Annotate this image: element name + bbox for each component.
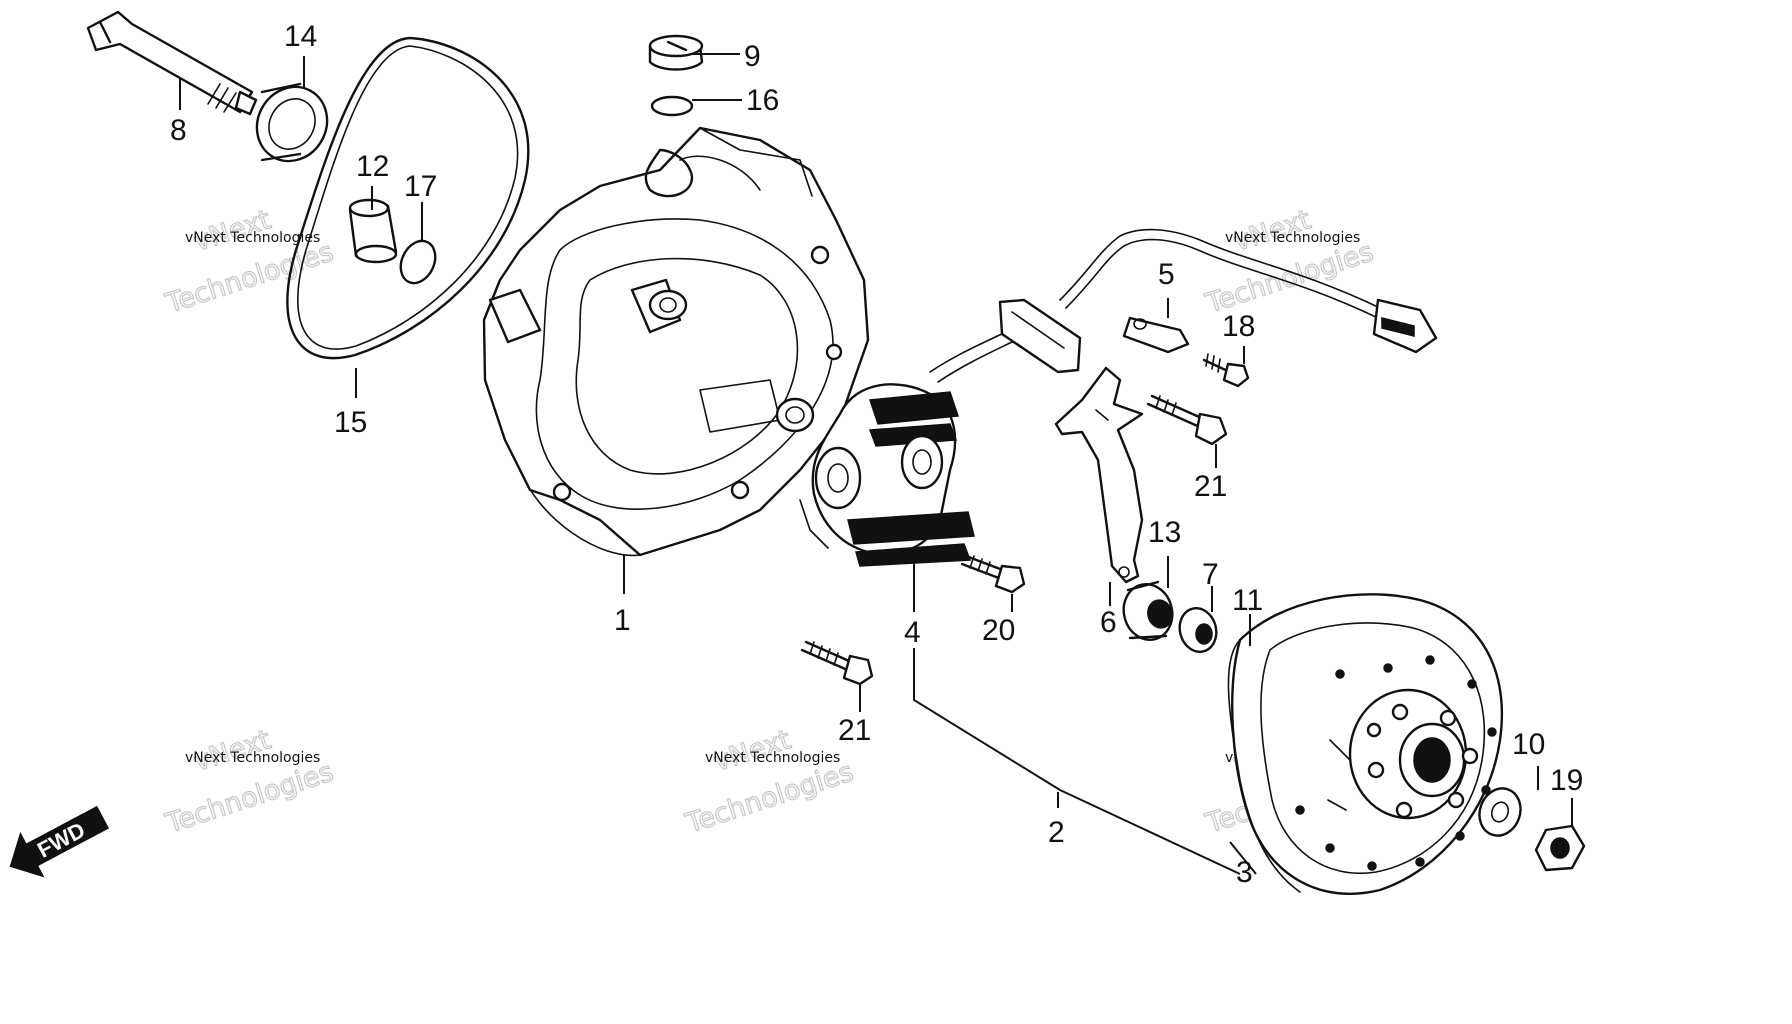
watermark-bottom-center: vNext Technologies [681,724,858,841]
watermark-text-top-right: vNext Technologies [1225,230,1360,246]
callout-7: 7 [1202,558,1219,591]
callout-10: 10 [1512,728,1545,761]
watermark-text-bottom-left: vNext Technologies [185,750,320,766]
part-17-o-ring [399,239,437,285]
callout-9: 9 [744,40,761,73]
part-19-nut [1534,824,1586,872]
callout-12: 12 [356,150,389,183]
part-14-oil-seal [255,82,329,163]
callout-20: 20 [982,614,1015,647]
part-6-bracket [1054,366,1144,584]
callout-14: 14 [284,20,317,53]
svg-text:Technologies: Technologies [162,236,337,319]
part-1-crankcase-cover [482,126,870,557]
part-9-cap [648,34,704,71]
callout-21-upper: 21 [1194,470,1227,503]
svg-text:Technologies: Technologies [162,756,337,839]
callout-15: 15 [334,406,367,439]
part-16-o-ring [650,95,694,117]
callout-2: 2 [1048,816,1065,849]
part-3-flywheel-rotor [1227,593,1504,895]
part-4-stator-assembly [799,228,1438,567]
watermark-text-top-left: vNext Technologies [185,230,320,246]
part-13-bearing [1122,580,1174,641]
part-5-cord-clamp [1122,316,1190,354]
callout-6: 6 [1100,606,1117,639]
leader-lines [179,53,1573,875]
callout-labels: 1 2 3 4 5 6 7 8 9 10 11 12 13 14 15 16 1… [170,20,1583,889]
callout-18: 18 [1222,310,1255,343]
watermark-bottom-left: vNext Technologies [161,724,338,841]
svg-text:Technologies: Technologies [1202,236,1377,319]
callout-5: 5 [1158,258,1175,291]
part-10-washer [1478,787,1522,837]
callout-13: 13 [1148,516,1181,549]
part-21-bolt-upper [1146,394,1228,446]
fwd-label: FWD [33,817,89,863]
callout-3: 3 [1236,856,1253,889]
part-15-gasket [286,36,530,360]
part-21-bolt-lower [800,640,874,686]
watermark-top-right: vNext Technologies [1201,204,1378,321]
callout-17: 17 [404,170,437,203]
part-7-collar [1178,607,1218,653]
svg-text:Technologies: Technologies [682,756,857,839]
callout-4: 4 [904,616,921,649]
part-12-collar [348,198,398,264]
forward-direction-arrow: FWD [9,805,110,878]
watermark-text-bottom-center: vNext Technologies [705,750,840,766]
part-20-bolt [960,554,1026,594]
part-18-bolt [1202,353,1250,388]
part-8-shift-shaft [86,10,258,116]
callout-16: 16 [746,84,779,117]
callout-21-lower: 21 [838,714,871,747]
callout-11: 11 [1232,584,1263,617]
callout-8: 8 [170,114,187,147]
callout-19: 19 [1550,764,1583,797]
callout-1: 1 [614,604,631,637]
